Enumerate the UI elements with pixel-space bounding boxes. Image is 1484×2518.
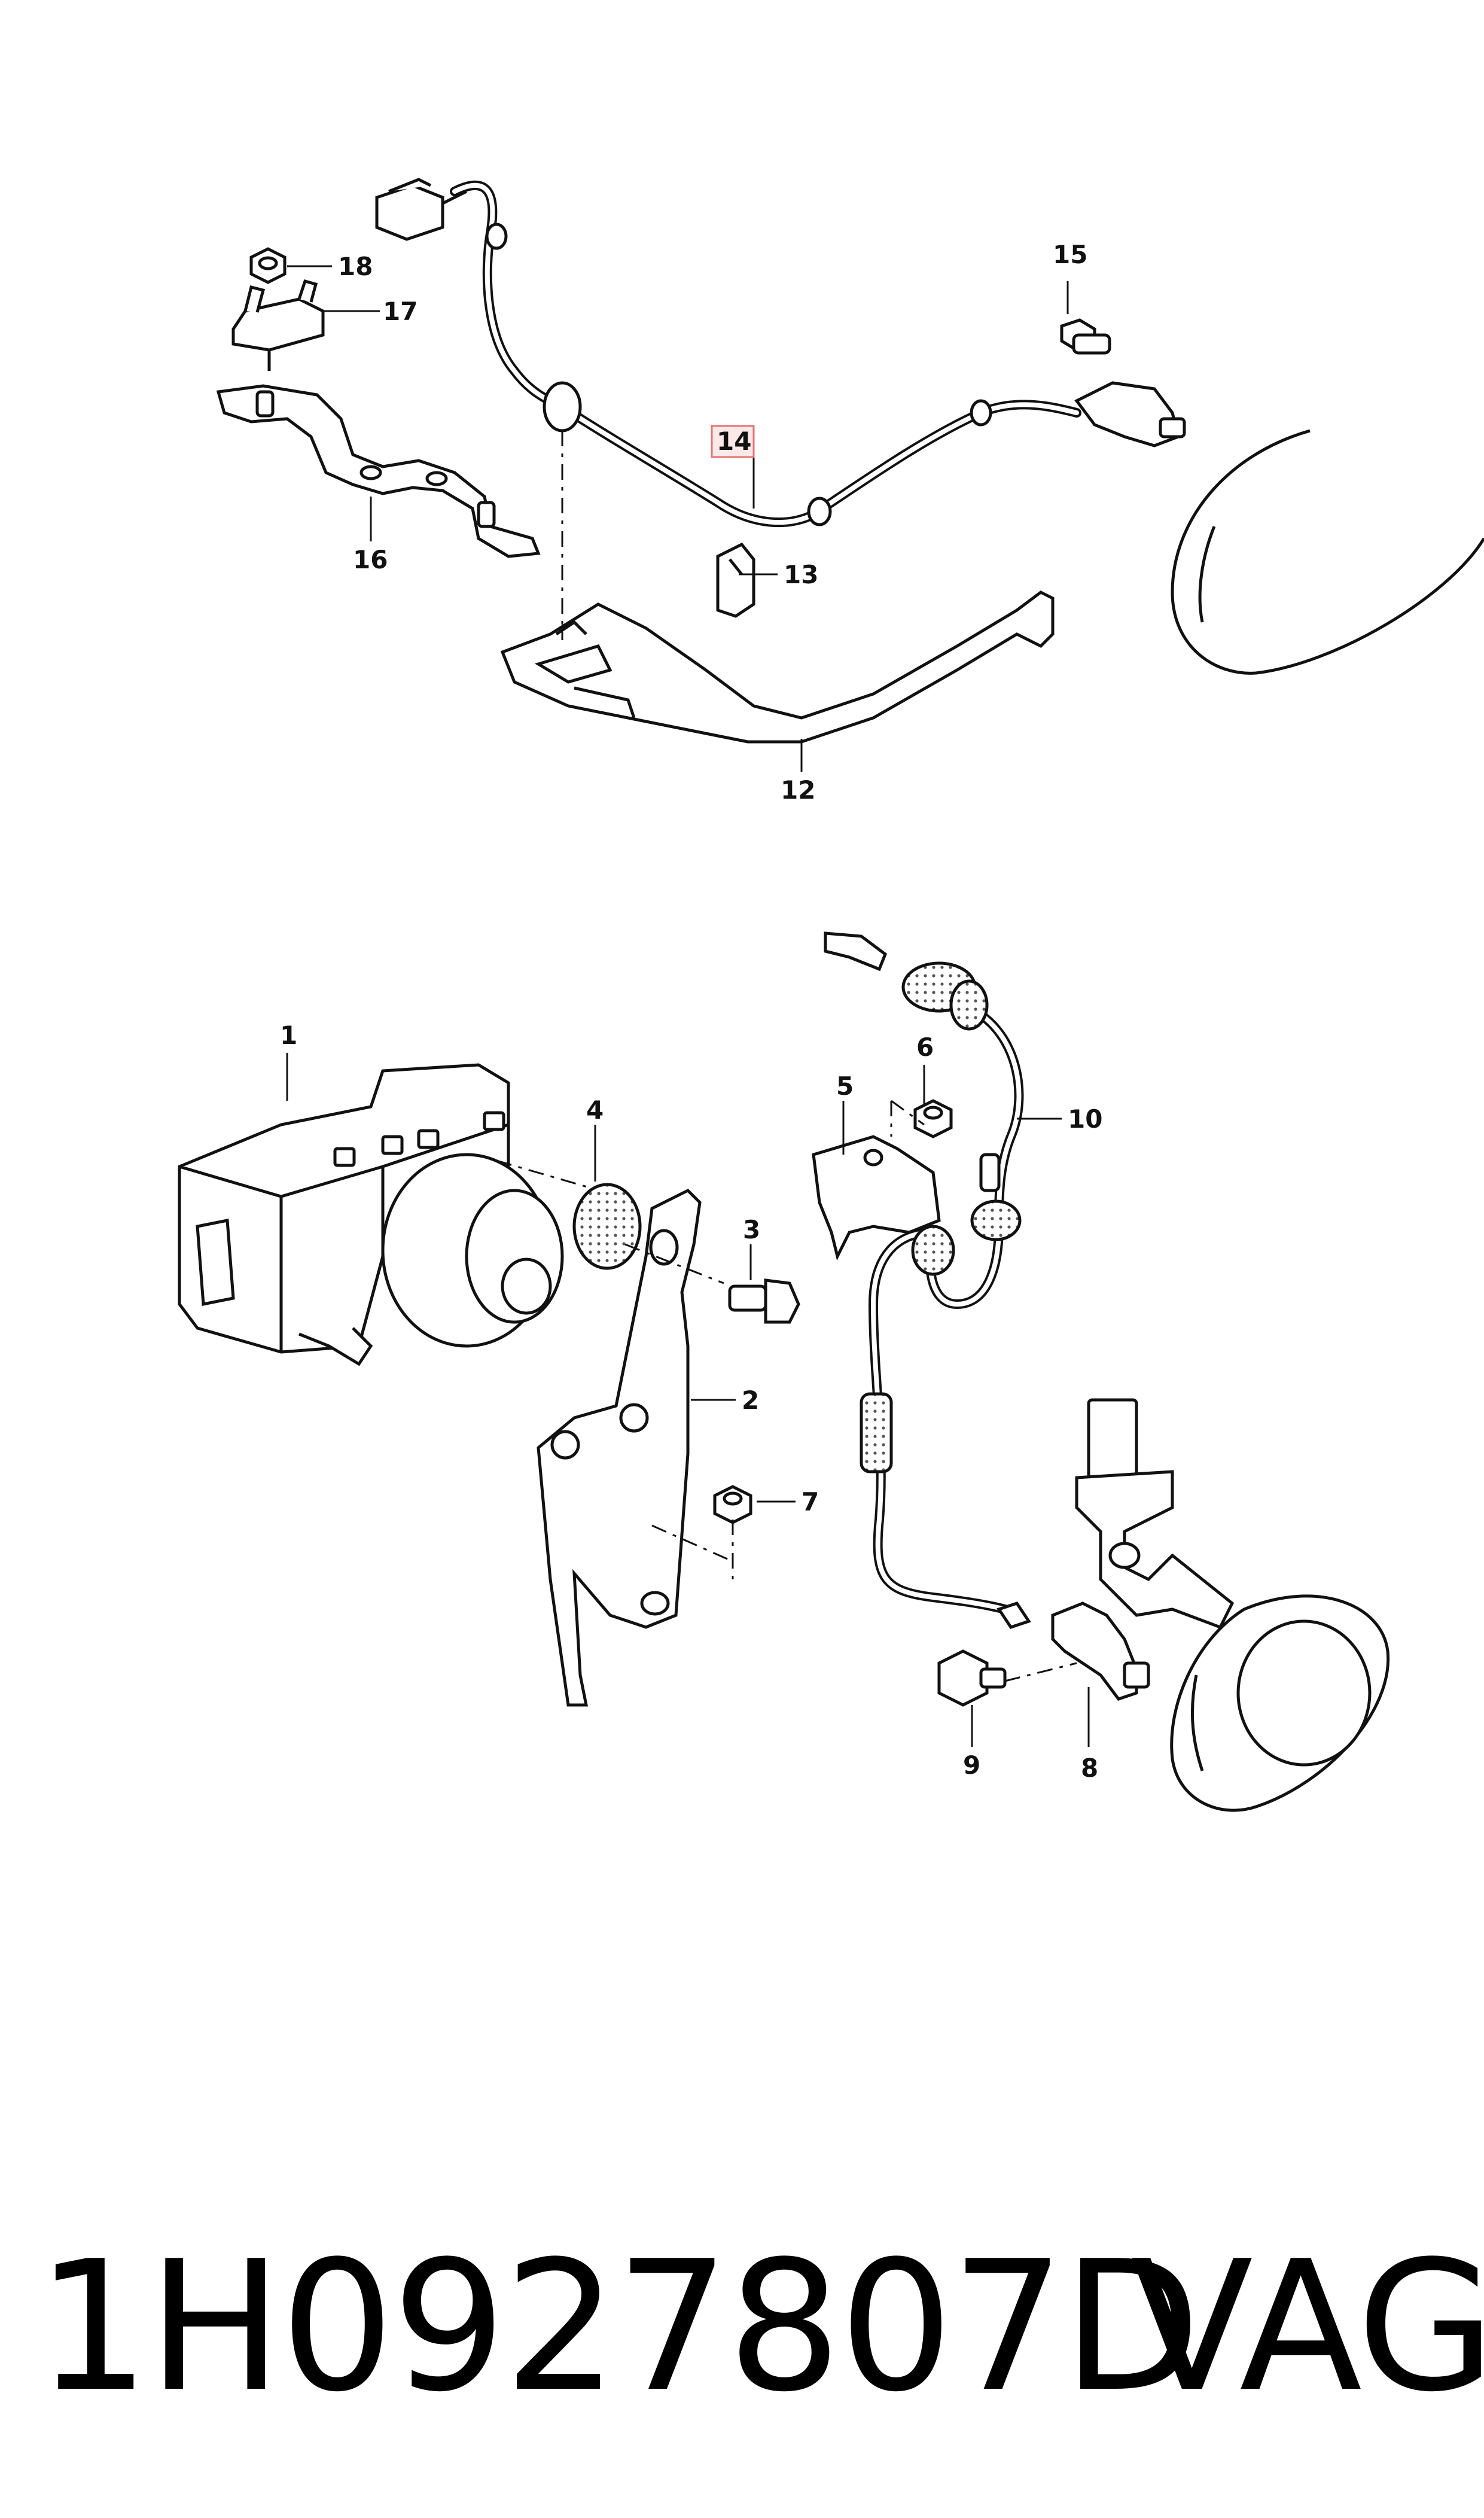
part-15-bolt bbox=[1060, 318, 1111, 355]
part-14-cable bbox=[450, 180, 1081, 528]
callout-8: 8 bbox=[1081, 1753, 1098, 1783]
part-8-sensor bbox=[997, 1601, 1150, 1701]
leaders-bottom bbox=[286, 1053, 1090, 1747]
top-wheel-sensor bbox=[1074, 381, 1186, 447]
bottom-strut bbox=[1075, 1398, 1235, 1630]
callout-17: 17 bbox=[383, 297, 418, 326]
callout-3: 3 bbox=[743, 1215, 760, 1244]
part-14-cable-inner bbox=[452, 182, 1079, 525]
part-10-cable-inner bbox=[870, 1009, 1022, 1612]
callout-10: 10 bbox=[1068, 1104, 1102, 1134]
part-13-clip bbox=[716, 542, 755, 618]
part-3-bolt bbox=[728, 1278, 800, 1324]
callout-6: 6 bbox=[916, 1033, 934, 1062]
part-7-nut bbox=[713, 1485, 752, 1524]
callout-4: 4 bbox=[586, 1095, 604, 1125]
part-9-bolt bbox=[937, 1649, 1007, 1707]
callout-18: 18 bbox=[338, 252, 373, 281]
part-number: 1H0927807D bbox=[36, 2222, 1201, 2431]
callout-7: 7 bbox=[802, 1487, 819, 1517]
callout-1: 1 bbox=[280, 1021, 297, 1050]
callout-15: 15 bbox=[1053, 240, 1087, 269]
leaders-top bbox=[287, 265, 1069, 772]
part-5-bracket bbox=[812, 1135, 941, 1261]
callout-2: 2 bbox=[742, 1386, 759, 1415]
bottom-brake-disc bbox=[1170, 1594, 1390, 1812]
callout-12: 12 bbox=[781, 775, 815, 805]
callout-13: 13 bbox=[784, 560, 818, 589]
part-16-bracket bbox=[216, 384, 541, 558]
callout-14: 14 bbox=[717, 427, 751, 456]
callout-9: 9 bbox=[963, 1750, 980, 1780]
callout-16: 16 bbox=[353, 545, 388, 574]
part-14-highlight-box bbox=[711, 425, 755, 458]
part-1-abs-unit bbox=[178, 1063, 564, 1366]
part-18-nut bbox=[249, 247, 287, 284]
callout-5: 5 bbox=[836, 1071, 854, 1101]
part-17-clip bbox=[231, 279, 325, 371]
part-14-connector bbox=[375, 178, 468, 241]
part-10-grommets bbox=[860, 961, 1022, 1473]
brand-name: VAG bbox=[1130, 2222, 1484, 2431]
part-14-grommets bbox=[485, 223, 992, 526]
part-4-damper bbox=[572, 1183, 642, 1270]
part-10-cable bbox=[868, 1006, 1024, 1614]
part-6-nut bbox=[913, 1099, 953, 1138]
part-10-connector-top bbox=[824, 931, 888, 972]
top-brake-disc bbox=[1171, 429, 1484, 675]
part-12-liner bbox=[500, 590, 1055, 744]
